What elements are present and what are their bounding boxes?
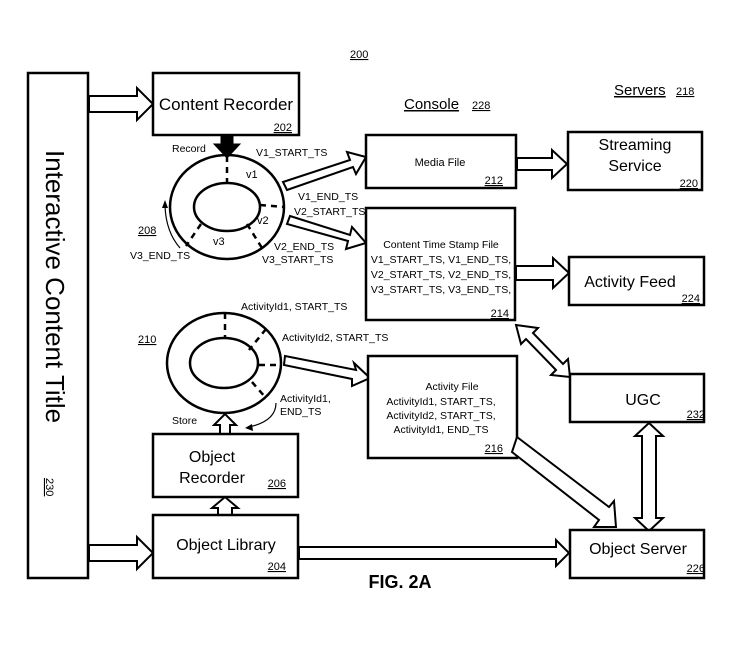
console-heading: Console [404,96,459,113]
v2-start-tick [259,203,285,209]
store-arrow [211,412,239,435]
ugc-label: UGC [625,392,661,409]
rotation-arrow [164,205,181,249]
segment-v1: v1 [246,169,258,181]
content-recorder-box: Content Recorder 202 [151,71,301,137]
timestamp-to-activity-feed-arrow [515,255,571,291]
v1-end-ts: V1_END_TS [298,191,358,203]
v3-end-tick [184,223,203,247]
content-recorder-label: Content Recorder [159,95,294,114]
content-ring-buffer: v1 v2 v3 [168,153,286,261]
timestamp-file-line2: V2_START_TS, V2_END_TS, [371,269,511,281]
ugc-object-server-bidirectional-arrow [632,421,666,533]
v2-end-ts: V2_END_TS [274,241,334,253]
timestamp-file-line1: V1_START_TS, V1_END_TS, [371,254,511,266]
v3-end-ts: V3_END_TS [130,250,190,262]
media-file-label: Media File [415,157,466,169]
activity-file-ref: 216 [485,443,503,455]
activity-rotation-arrow [248,402,277,428]
streaming-service-line1: Streaming [599,137,672,154]
object-library-label: Object Library [176,537,276,554]
media-file-ref: 212 [485,175,503,187]
activity-rotation-arrowhead [245,424,253,431]
activity-file-line2: ActivityId2, START_TS, [386,410,495,422]
segment-v3: v3 [213,236,225,248]
ring-to-media-file-arrow [281,150,368,192]
v1-start-ts: V1_START_TS [256,147,327,159]
ring-to-timestamp-file-arrow [285,214,368,251]
figure-ref: 200 [350,49,368,61]
activity1-end-label-line2: END_TS [280,406,321,418]
store-label: Store [172,415,197,427]
timestamp-file-ref: 214 [491,308,509,320]
object-recorder-line2: Recorder [179,470,245,487]
record-label: Record [172,143,206,155]
activity-feed-ref: 224 [682,293,700,305]
title-box-ref: 230 [43,478,55,496]
timestamp-file-title: Content Time Stamp File [383,239,499,251]
timestamp-ugc-bidirectional-arrow [514,323,572,379]
object-library-box: Object Library 204 [151,513,300,580]
object-library-ref: 204 [268,561,286,573]
activity1-end-label-line1: ActivityId1, [280,393,331,405]
activity-ring-buffer [165,311,283,415]
servers-ref: 218 [676,86,694,98]
activity-file-line1: ActivityId1, START_TS, [386,396,495,408]
activity-file-to-object-server-arrow [510,435,618,528]
title-box-label: Interactive Content Title [40,150,70,423]
streaming-service-line2: Service [608,158,661,175]
content-buffer-ref: 208 [138,225,156,237]
activity-feed-box: Activity Feed 224 [567,255,706,307]
activity-file-box: Activity File ActivityId1, START_TS, Act… [366,354,519,460]
figure-caption: FIG. 2A [368,572,431,592]
v3-start-ts: V3_START_TS [262,254,333,266]
activity-extra-tick [251,381,267,399]
console-ref: 228 [472,100,490,112]
record-arrow [212,135,242,159]
activity2-start-label: ActivityId2, START_TS [282,332,388,344]
activity-buffer-ref: 210 [138,334,156,346]
activity-file-title: Activity File [425,381,478,393]
activity-file-line3: ActivityId1, END_TS [393,424,488,436]
ring-to-activity-file-arrow [282,354,372,388]
object-recorder-line1: Object [189,449,236,466]
activity2-start-tick [248,328,267,351]
activity-feed-label: Activity Feed [584,274,676,291]
v2-start-ts: V2_START_TS [294,206,365,218]
title-to-content-recorder-arrow [88,85,155,123]
activity1-start-label: ActivityId1, START_TS [241,301,347,313]
object-server-box: Object Server 226 [568,528,706,580]
object-recorder-box: Object Recorder 206 [151,432,300,499]
streaming-service-box: Streaming Service 220 [566,130,704,192]
timestamp-file-box: Content Time Stamp File V1_START_TS, V1_… [364,206,517,322]
object-server-ref: 226 [687,563,705,575]
content-recorder-ref: 202 [274,122,292,134]
interactive-content-title-box: Interactive Content Title 230 [26,71,90,580]
timestamp-file-line3: V3_START_TS, V3_END_TS, [371,284,511,296]
object-server-label: Object Server [589,541,687,558]
ugc-box: UGC 232 [568,372,706,424]
library-to-object-server-arrow [298,537,571,569]
v3-start-tick [245,223,264,249]
streaming-service-ref: 220 [680,178,698,190]
rotation-arrowhead [162,200,168,208]
ugc-ref: 232 [687,409,705,421]
segment-v2: v2 [257,215,269,227]
title-to-object-library-arrow [88,534,155,572]
media-to-streaming-arrow [516,147,569,181]
object-recorder-ref: 206 [268,478,286,490]
servers-heading: Servers [614,82,666,99]
media-file-box: Media File 212 [364,133,518,190]
